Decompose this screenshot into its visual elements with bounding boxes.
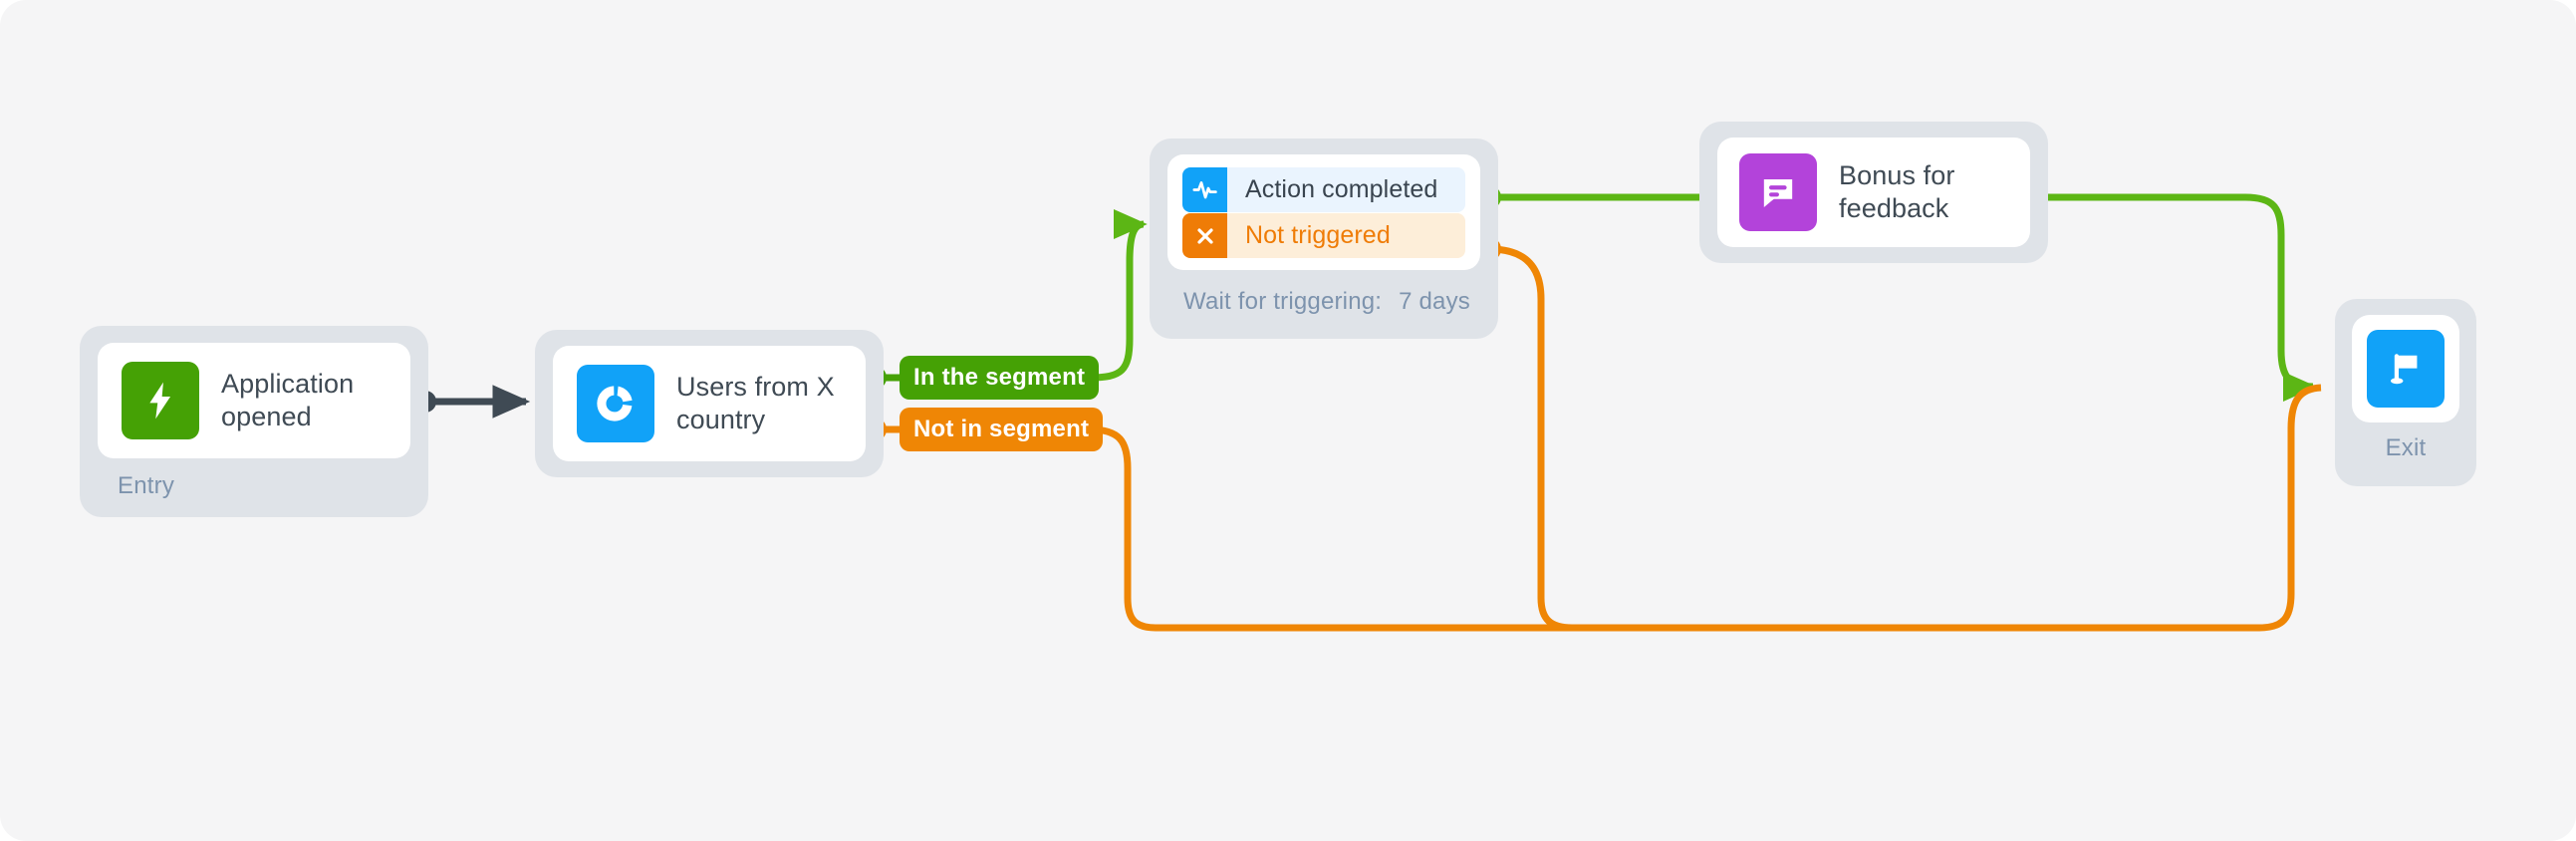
flag-icon [2367,330,2445,408]
pie-chart-icon [577,365,654,442]
node-exit[interactable]: Exit [2335,299,2476,486]
wait-row-not-triggered-label: Not triggered [1245,221,1391,249]
wait-row-action-completed[interactable]: Action completed [1182,167,1465,212]
segment-title: Users from X country [676,372,835,434]
wait-row-not-triggered[interactable]: Not triggered [1182,213,1465,258]
connector-entry-to-segment [414,385,531,419]
entry-title: Application opened [221,369,355,431]
chat-bubble-icon [1739,153,1817,231]
exit-footer-label: Exit [2385,434,2427,461]
wait-footer-value: 7 days [1399,288,1470,315]
lightning-bolt-icon [122,362,199,439]
connector-action-to-bonus [1477,185,1699,209]
activity-pulse-icon [1182,167,1227,212]
branch-label-in-segment-text: In the segment [913,364,1086,391]
node-segment[interactable]: Users from X country [535,330,884,477]
bonus-title: Bonus for feedback [1839,160,1955,223]
branch-label-in-segment[interactable]: In the segment [900,356,1100,400]
entry-card[interactable]: Application opened [98,343,410,458]
segment-card[interactable]: Users from X country [553,346,866,461]
wait-card[interactable]: Action completed Not triggered [1167,154,1480,270]
wait-row-action-completed-label: Action completed [1245,175,1438,203]
node-entry[interactable]: Application opened Entry [80,326,428,517]
branch-label-not-in-segment[interactable]: Not in segment [900,408,1104,451]
bonus-card[interactable]: Bonus for feedback [1717,138,2030,247]
entry-footer-label: Entry [118,472,175,499]
connector-bonus-to-exit [2022,185,2317,403]
connector-not-in-segment-to-bus [1089,425,2259,632]
node-wait-for-trigger[interactable]: Action completed Not triggered Wait for … [1150,139,1498,339]
exit-card[interactable] [2352,315,2459,422]
wait-footer-label: Wait for triggering: [1183,288,1383,315]
connector-in-segment-to-wait [1089,208,1148,382]
connector-bus-to-exit [2258,384,2322,632]
node-bonus-for-feedback[interactable]: Bonus for feedback [1699,122,2048,263]
branch-label-not-in-segment-text: Not in segment [913,416,1090,442]
close-x-icon [1182,213,1227,258]
